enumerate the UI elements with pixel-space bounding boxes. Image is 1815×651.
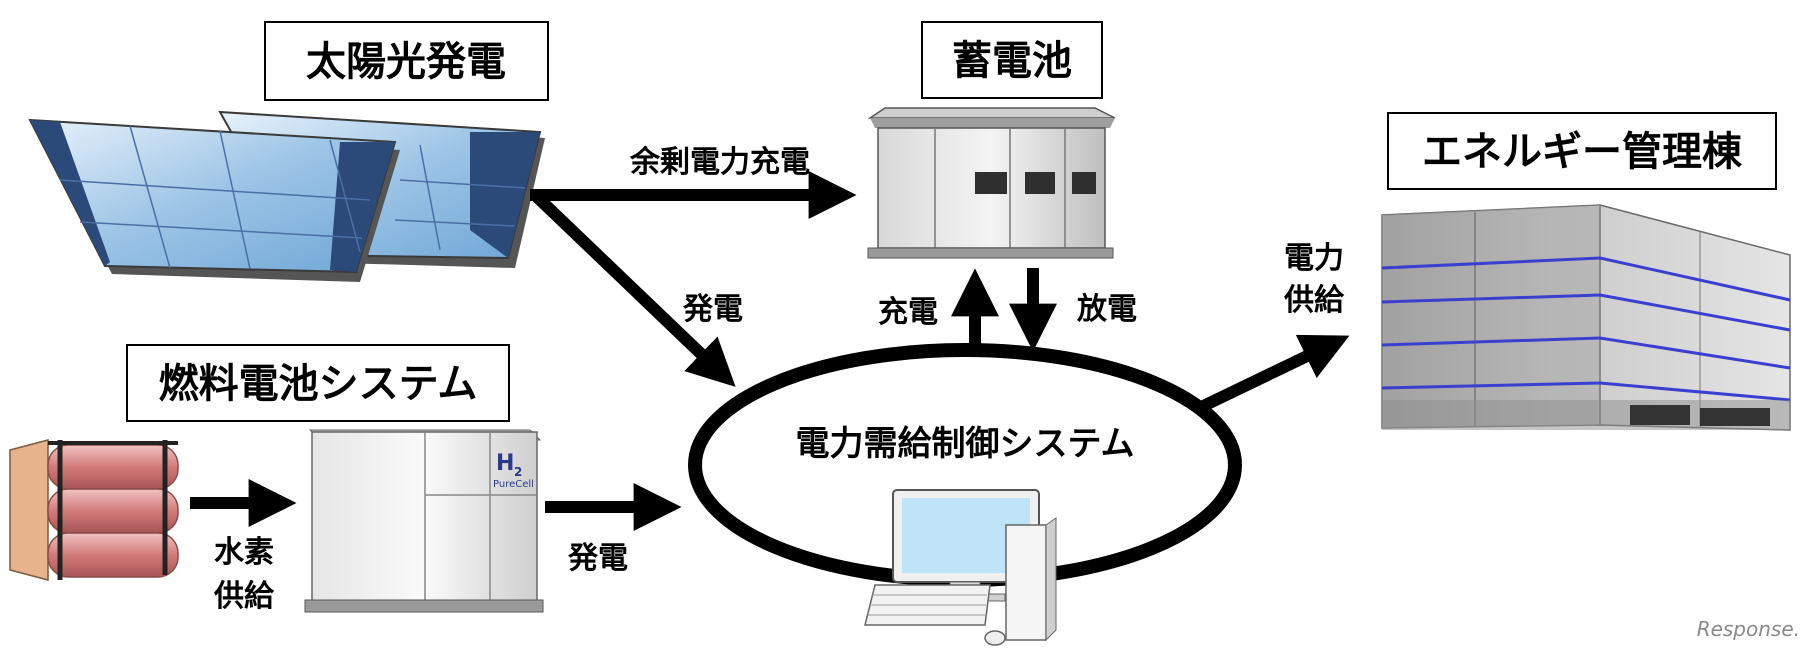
fuel-cell-logo-sub: 2 bbox=[514, 465, 522, 479]
label-charge: 充電 bbox=[878, 295, 938, 330]
label-solar-generation: 発電 bbox=[682, 292, 743, 327]
label-hydrogen-line1: 水素 bbox=[214, 535, 274, 570]
watermark-logo: Response. bbox=[1697, 617, 1800, 641]
fuel-cell-title-box: 燃料電池システム bbox=[126, 344, 510, 422]
control-system-label: 電力需給制御システム bbox=[796, 424, 1135, 464]
arrow-solar-to-control bbox=[530, 190, 736, 387]
fuel-cell-unit-icon: H 2 PureCell bbox=[304, 429, 544, 613]
computer-icon bbox=[864, 489, 1057, 646]
label-supply-line2: 供給 bbox=[1283, 283, 1345, 318]
solar-panel-icon bbox=[28, 110, 545, 282]
building-title-box: エネルギー管理棟 bbox=[1387, 112, 1777, 190]
fuel-cell-logo-main: H bbox=[496, 451, 514, 476]
solar-title: 太陽光発電 bbox=[306, 39, 506, 85]
battery-title-box: 蓄電池 bbox=[921, 21, 1103, 99]
fuel-cell-logo-brand: PureCell bbox=[493, 479, 534, 490]
battery-building-icon bbox=[867, 107, 1116, 259]
arrow-power-supply bbox=[1192, 334, 1350, 416]
hydrogen-cylinders-icon bbox=[9, 439, 179, 581]
label-fuel-generation: 発電 bbox=[567, 541, 628, 576]
label-hydrogen-line2: 供給 bbox=[213, 579, 275, 614]
label-surplus-charge: 余剰電力充電 bbox=[629, 145, 810, 180]
label-supply-line1: 電力 bbox=[1284, 241, 1344, 276]
energy-building-icon bbox=[1381, 204, 1791, 431]
solar-title-box: 太陽光発電 bbox=[264, 21, 549, 101]
battery-title: 蓄電池 bbox=[952, 38, 1072, 84]
fuel-cell-title: 燃料電池システム bbox=[159, 361, 478, 407]
building-title: エネルギー管理棟 bbox=[1422, 129, 1743, 175]
label-discharge: 放電 bbox=[1076, 292, 1137, 327]
